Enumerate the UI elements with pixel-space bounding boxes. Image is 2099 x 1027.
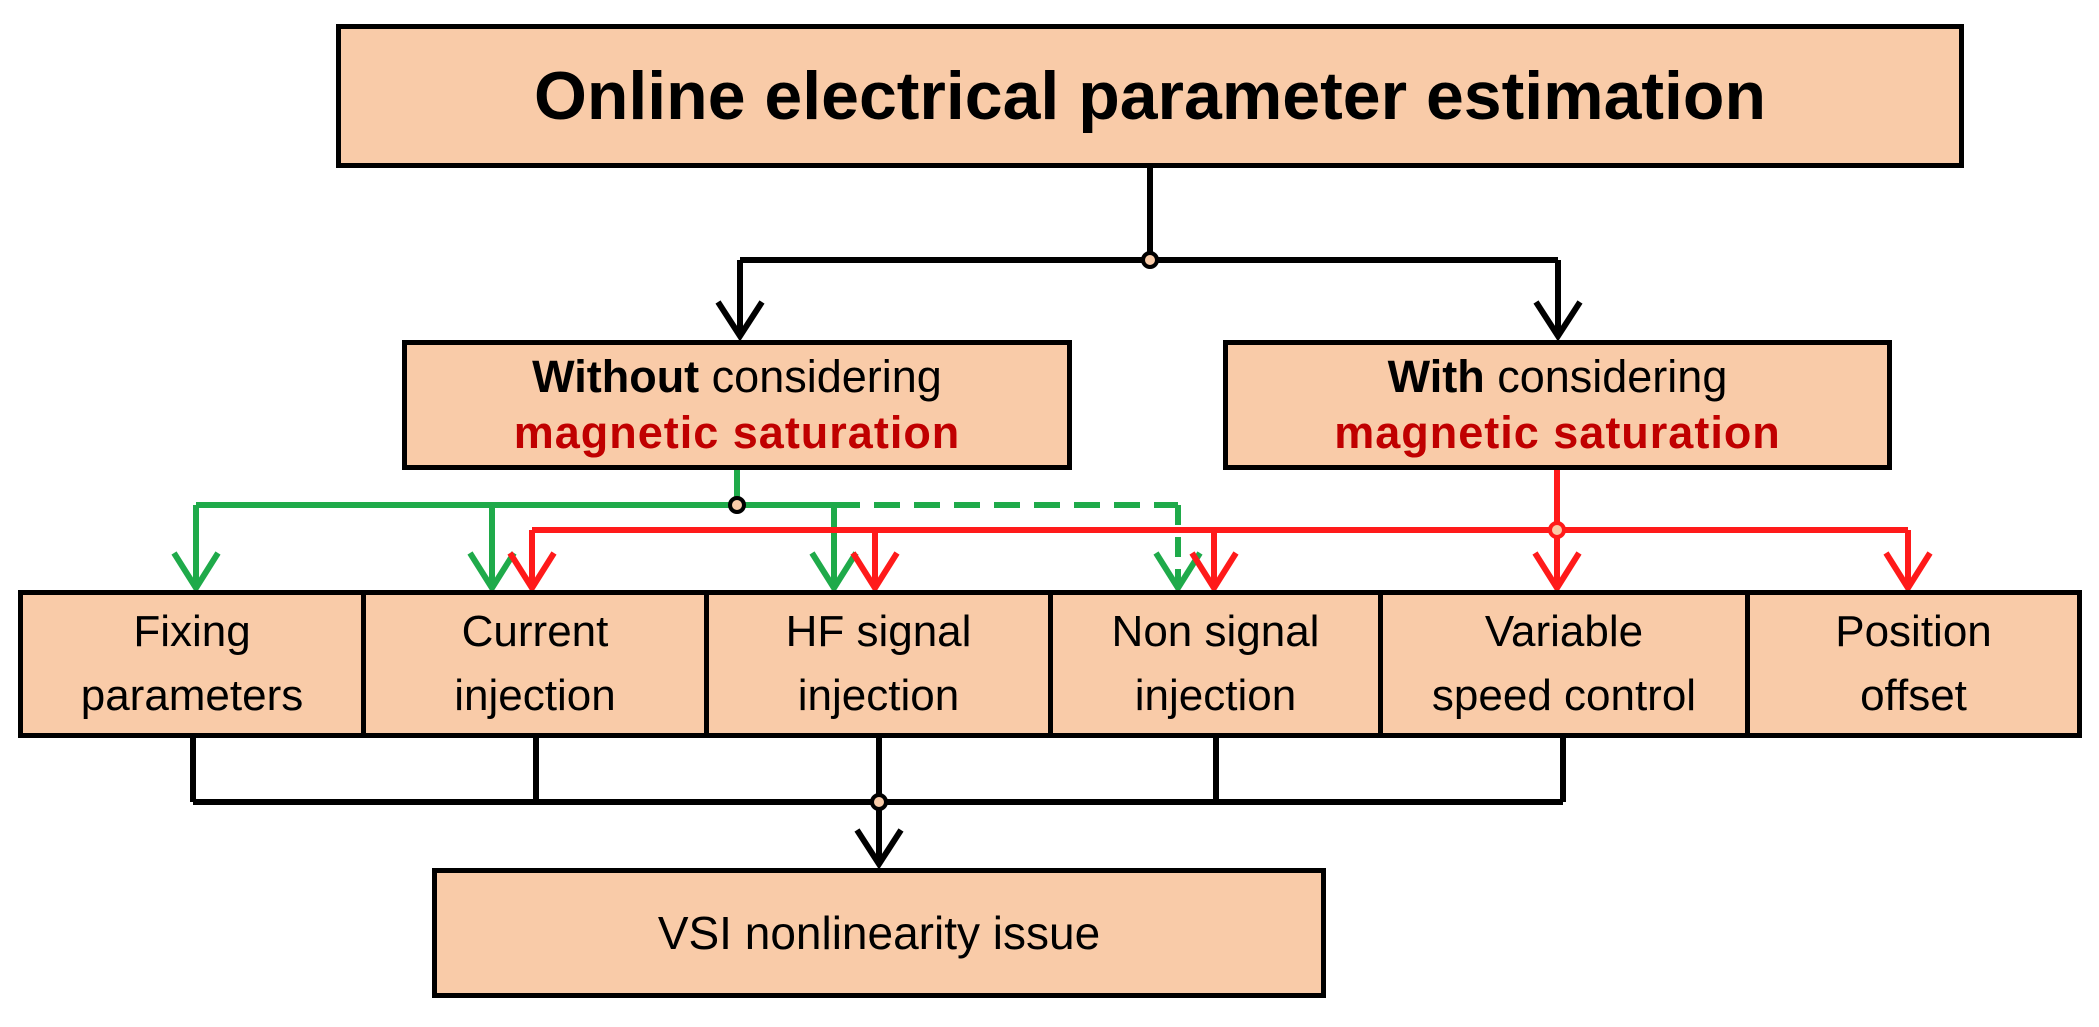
red-connectors <box>507 470 1933 594</box>
category-heading: Without considering <box>532 349 942 405</box>
method-line2: speed control <box>1431 671 1697 720</box>
method-position-offset: Position offset <box>1745 590 2082 738</box>
vsi-nonlinearity-label: VSI nonlinearity issue <box>657 907 1101 959</box>
method-line2: parameters <box>80 671 304 720</box>
vsi-nonlinearity-box: VSI nonlinearity issue <box>432 868 1326 998</box>
diagram-title: Online electrical parameter estimation <box>533 58 1767 134</box>
method-non-signal-injection: Non signal injection <box>1048 590 1383 738</box>
category-with-saturation: With considering magnetic saturation <box>1223 340 1892 470</box>
bottom-connectors <box>190 738 1566 870</box>
category-saturation-text: magnetic saturation <box>1334 407 1781 458</box>
method-line1: Position <box>1835 607 1992 656</box>
method-line1: Non signal <box>1111 607 1320 656</box>
title-connectors <box>715 168 1583 342</box>
method-line1: Variable <box>1484 607 1644 656</box>
method-line2: injection <box>454 671 616 720</box>
method-line1: HF signal <box>785 607 972 656</box>
category-heading: With considering <box>1388 349 1728 405</box>
method-line2: injection <box>797 671 960 720</box>
category-without-saturation: Without considering magnetic saturation <box>402 340 1072 470</box>
category-bold-word: Without <box>532 351 700 402</box>
category-rest-text: considering <box>1484 351 1728 402</box>
method-line1: Fixing <box>133 607 251 656</box>
category-bold-word: With <box>1387 351 1485 402</box>
method-current-injection: Current injection <box>361 590 709 738</box>
green-connectors <box>171 470 1203 594</box>
method-line2: offset <box>1860 671 1967 720</box>
method-variable-speed-control: Variable speed control <box>1378 590 1750 738</box>
category-saturation-text: magnetic saturation <box>513 407 961 458</box>
method-line2: injection <box>1134 671 1297 720</box>
method-line1: Current <box>461 607 609 656</box>
method-fixing-parameters: Fixing parameters <box>18 590 366 738</box>
method-hf-signal-injection: HF signal injection <box>704 590 1053 738</box>
category-rest-text: considering <box>699 351 942 402</box>
title-box: Online electrical parameter estimation <box>336 24 1964 168</box>
